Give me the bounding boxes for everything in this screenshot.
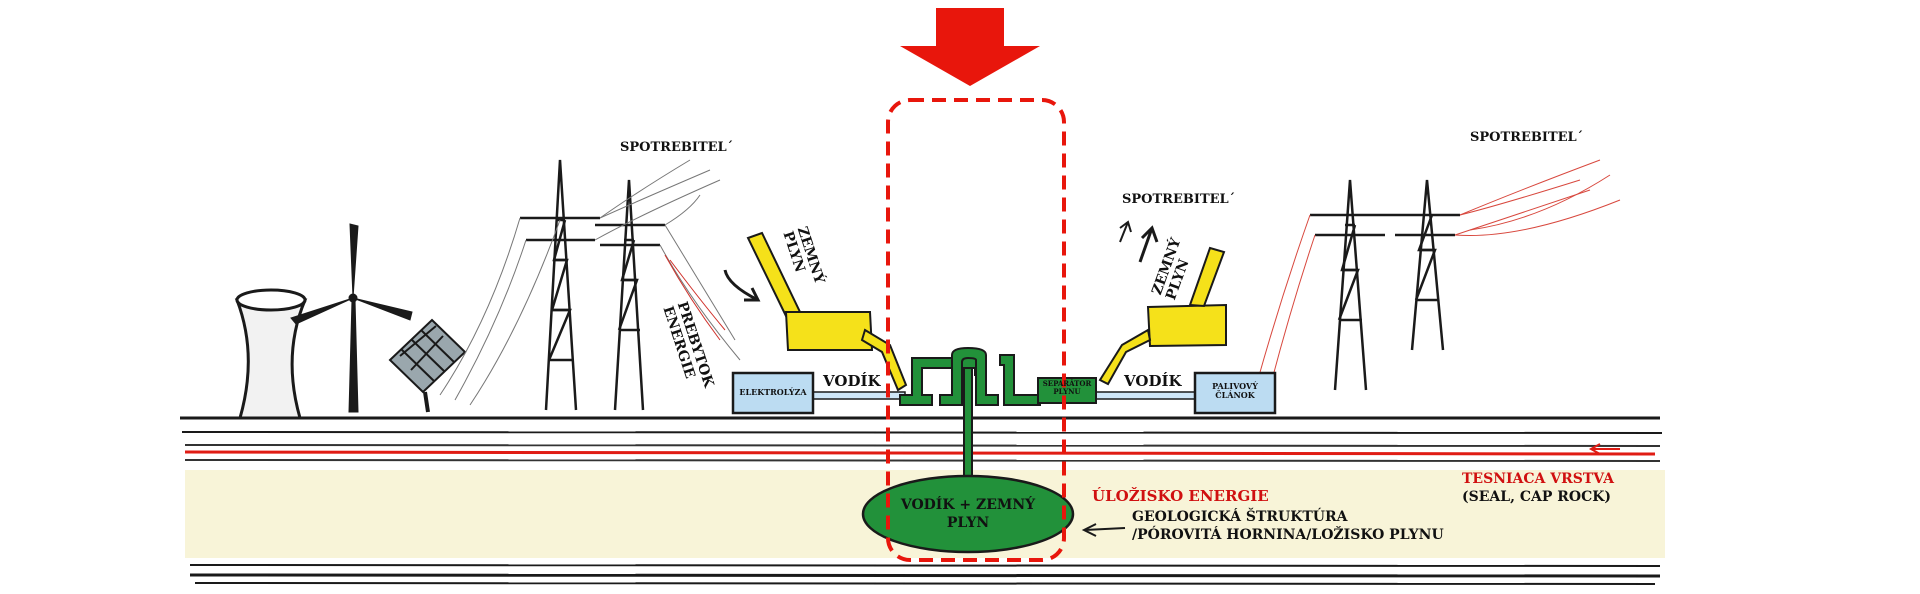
- reservoir-label: VODÍK + ZEMNÝ PLYN: [900, 497, 1036, 532]
- down-arrow-icon: [900, 8, 1040, 86]
- energy-storage-label: ÚLOŽISKO ENERGIE: [1092, 487, 1269, 505]
- power-lines-right: [1254, 159, 1621, 396]
- storage-pipes: [899, 346, 1041, 501]
- highlight-dashed-box: [886, 98, 1066, 562]
- power-pylon-icon: [520, 159, 665, 411]
- electrolysis-box: [731, 371, 815, 415]
- seal-arrow-icon: [1588, 443, 1620, 455]
- geology-label-line1: GEOLOGICKÁ ŠTRUKTÚRA: [1132, 509, 1348, 525]
- gas-separator-label: SEPARÁTOR PLYNU: [1042, 379, 1092, 396]
- electrolysis-label: ELEKTROLÝZA: [739, 387, 807, 397]
- gas-outlet-arrow: [1138, 225, 1159, 263]
- geology-pointer-arrow: [1081, 523, 1126, 537]
- hydrogen-label-left: VODÍK: [823, 372, 881, 390]
- gas-tank-icon: [1098, 246, 1227, 386]
- ground-lines: [180, 416, 1663, 585]
- fuel-cell-label: PALIVOVÝ ČLÁNOK: [1212, 381, 1258, 400]
- consumer-label-mid: SPOTREBITEL´: [1122, 192, 1236, 207]
- up-arrow-icon: [1119, 220, 1132, 243]
- gas-separator-box: [1037, 377, 1097, 404]
- solar-panel-icon: [388, 318, 467, 413]
- power-lines-left: [439, 159, 741, 406]
- cooling-tower-icon: [234, 288, 308, 420]
- wind-turbine-icon: [290, 223, 413, 413]
- reservoir-ellipse: [861, 474, 1075, 554]
- hydrogen-label-right: VODÍK: [1124, 372, 1182, 390]
- hydrogen-pipes: [809, 391, 1196, 400]
- gas-inlet-arrow: [723, 269, 761, 302]
- consumer-label-right: SPOTREBITEL´: [1470, 130, 1584, 145]
- seal-layer-label: TESNIACA VRSTVA: [1462, 471, 1614, 487]
- consumer-label-left: SPOTREBITEL´: [620, 140, 734, 155]
- power-pylon-icon: [1310, 179, 1460, 391]
- gas-tank-icon: [746, 231, 908, 392]
- fuel-cell-box: [1193, 371, 1277, 415]
- seal-layer-en-label: (SEAL, CAP ROCK): [1462, 489, 1612, 505]
- surplus-power-lines: [664, 254, 726, 341]
- geology-label-line2: /PÓROVITÁ HORNINA/LOŽISKO PLYNU: [1132, 527, 1444, 543]
